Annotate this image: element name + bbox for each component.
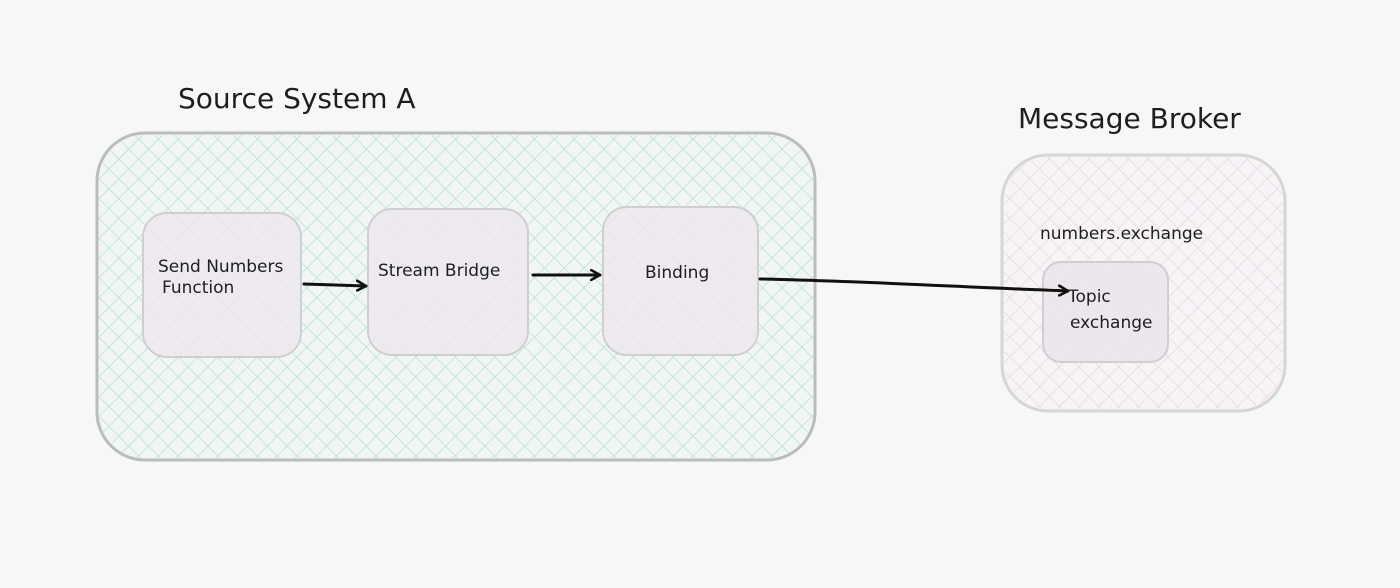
topic-exchange-label-1: Topic [1067, 287, 1111, 307]
topic-exchange-label-2: exchange [1070, 313, 1153, 333]
arrow-binding-to-exchange [758, 277, 1070, 291]
exchange-name-label: numbers.exchange [1040, 224, 1203, 244]
source-system-title: Source System A [178, 82, 416, 115]
binding-node [602, 206, 759, 356]
topic-exchange-node [1042, 261, 1169, 363]
binding-label: Binding [645, 263, 709, 283]
send-numbers-function-label-1: Send Numbers [158, 257, 284, 277]
arrow-function-to-bridge [302, 284, 368, 286]
message-broker-title: Message Broker [1018, 102, 1241, 135]
stream-bridge-label: Stream Bridge [378, 261, 500, 281]
send-numbers-function-label-2: Function [162, 278, 234, 298]
send-numbers-function-node [142, 212, 302, 358]
stream-bridge-node [367, 208, 529, 356]
